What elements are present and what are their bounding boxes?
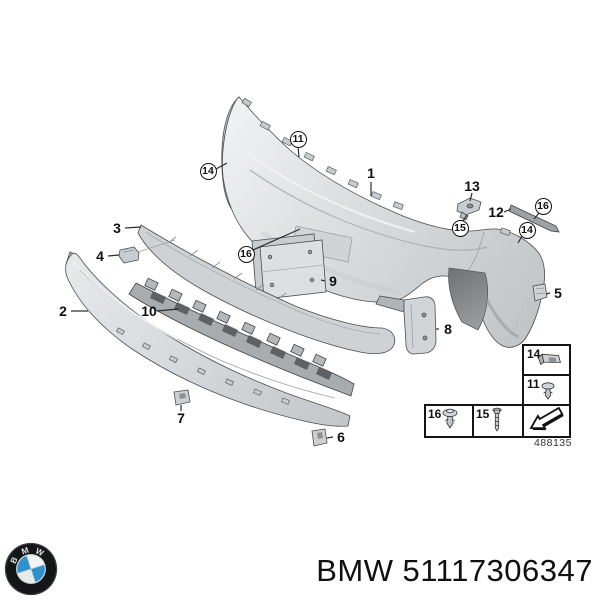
sensor-bracket-part <box>456 197 482 221</box>
callout-7: 7 <box>177 410 185 426</box>
upper-trim-strip-part <box>137 224 396 355</box>
callout-5: 5 <box>554 285 562 301</box>
callout-16: 16 <box>534 197 552 215</box>
callout-11: 11 <box>289 130 307 148</box>
callout-16: 16 <box>237 245 255 263</box>
logo-letter-m: M <box>20 545 30 557</box>
expanding-rivet-icon <box>442 408 458 429</box>
legend-label-15: 15 <box>476 407 490 421</box>
callout-13: 13 <box>464 178 480 194</box>
logo-letter-b: B <box>8 555 20 565</box>
bracket-clip-part <box>118 239 176 264</box>
callout-4: 4 <box>96 248 104 264</box>
callout-3: 3 <box>113 220 121 236</box>
callout-9: 9 <box>329 273 337 289</box>
legend-label-11: 11 <box>527 377 540 391</box>
callout-14: 14 <box>199 162 217 180</box>
callout-15: 15 <box>451 219 469 237</box>
callout-12: 12 <box>488 204 504 220</box>
callout-8: 8 <box>444 321 452 337</box>
part-number: 51117306347 <box>402 553 593 588</box>
legend-box <box>424 344 571 438</box>
drawing-number: 488135 <box>533 437 572 449</box>
leader-lines <box>71 146 551 439</box>
callout-2: 2 <box>59 303 67 319</box>
clip-icon <box>537 353 561 366</box>
front-spoiler-part <box>65 251 351 427</box>
bmw-roundel-logo: B M W <box>4 542 58 596</box>
license-plate-filler-part <box>251 233 327 300</box>
callout-6: 6 <box>337 429 345 445</box>
callout-1: 1 <box>367 165 375 181</box>
push-rivet-icon <box>541 382 555 400</box>
direction-arrow-icon <box>529 406 564 431</box>
mount-bracket-part-6 <box>311 428 328 447</box>
legend-label-16: 16 <box>428 407 442 421</box>
mount-bracket-part-7 <box>173 389 191 406</box>
bracket-plate-part <box>532 283 548 302</box>
corner-trim-part <box>375 295 437 355</box>
screw-icon <box>492 407 502 432</box>
lower-grille-absorber-part <box>128 277 355 397</box>
legend-label-14: 14 <box>527 347 541 361</box>
logo-letter-w: W <box>34 546 46 559</box>
brand-name: BMW <box>316 553 394 588</box>
callout-14: 14 <box>518 221 536 239</box>
callout-10: 10 <box>141 303 157 319</box>
